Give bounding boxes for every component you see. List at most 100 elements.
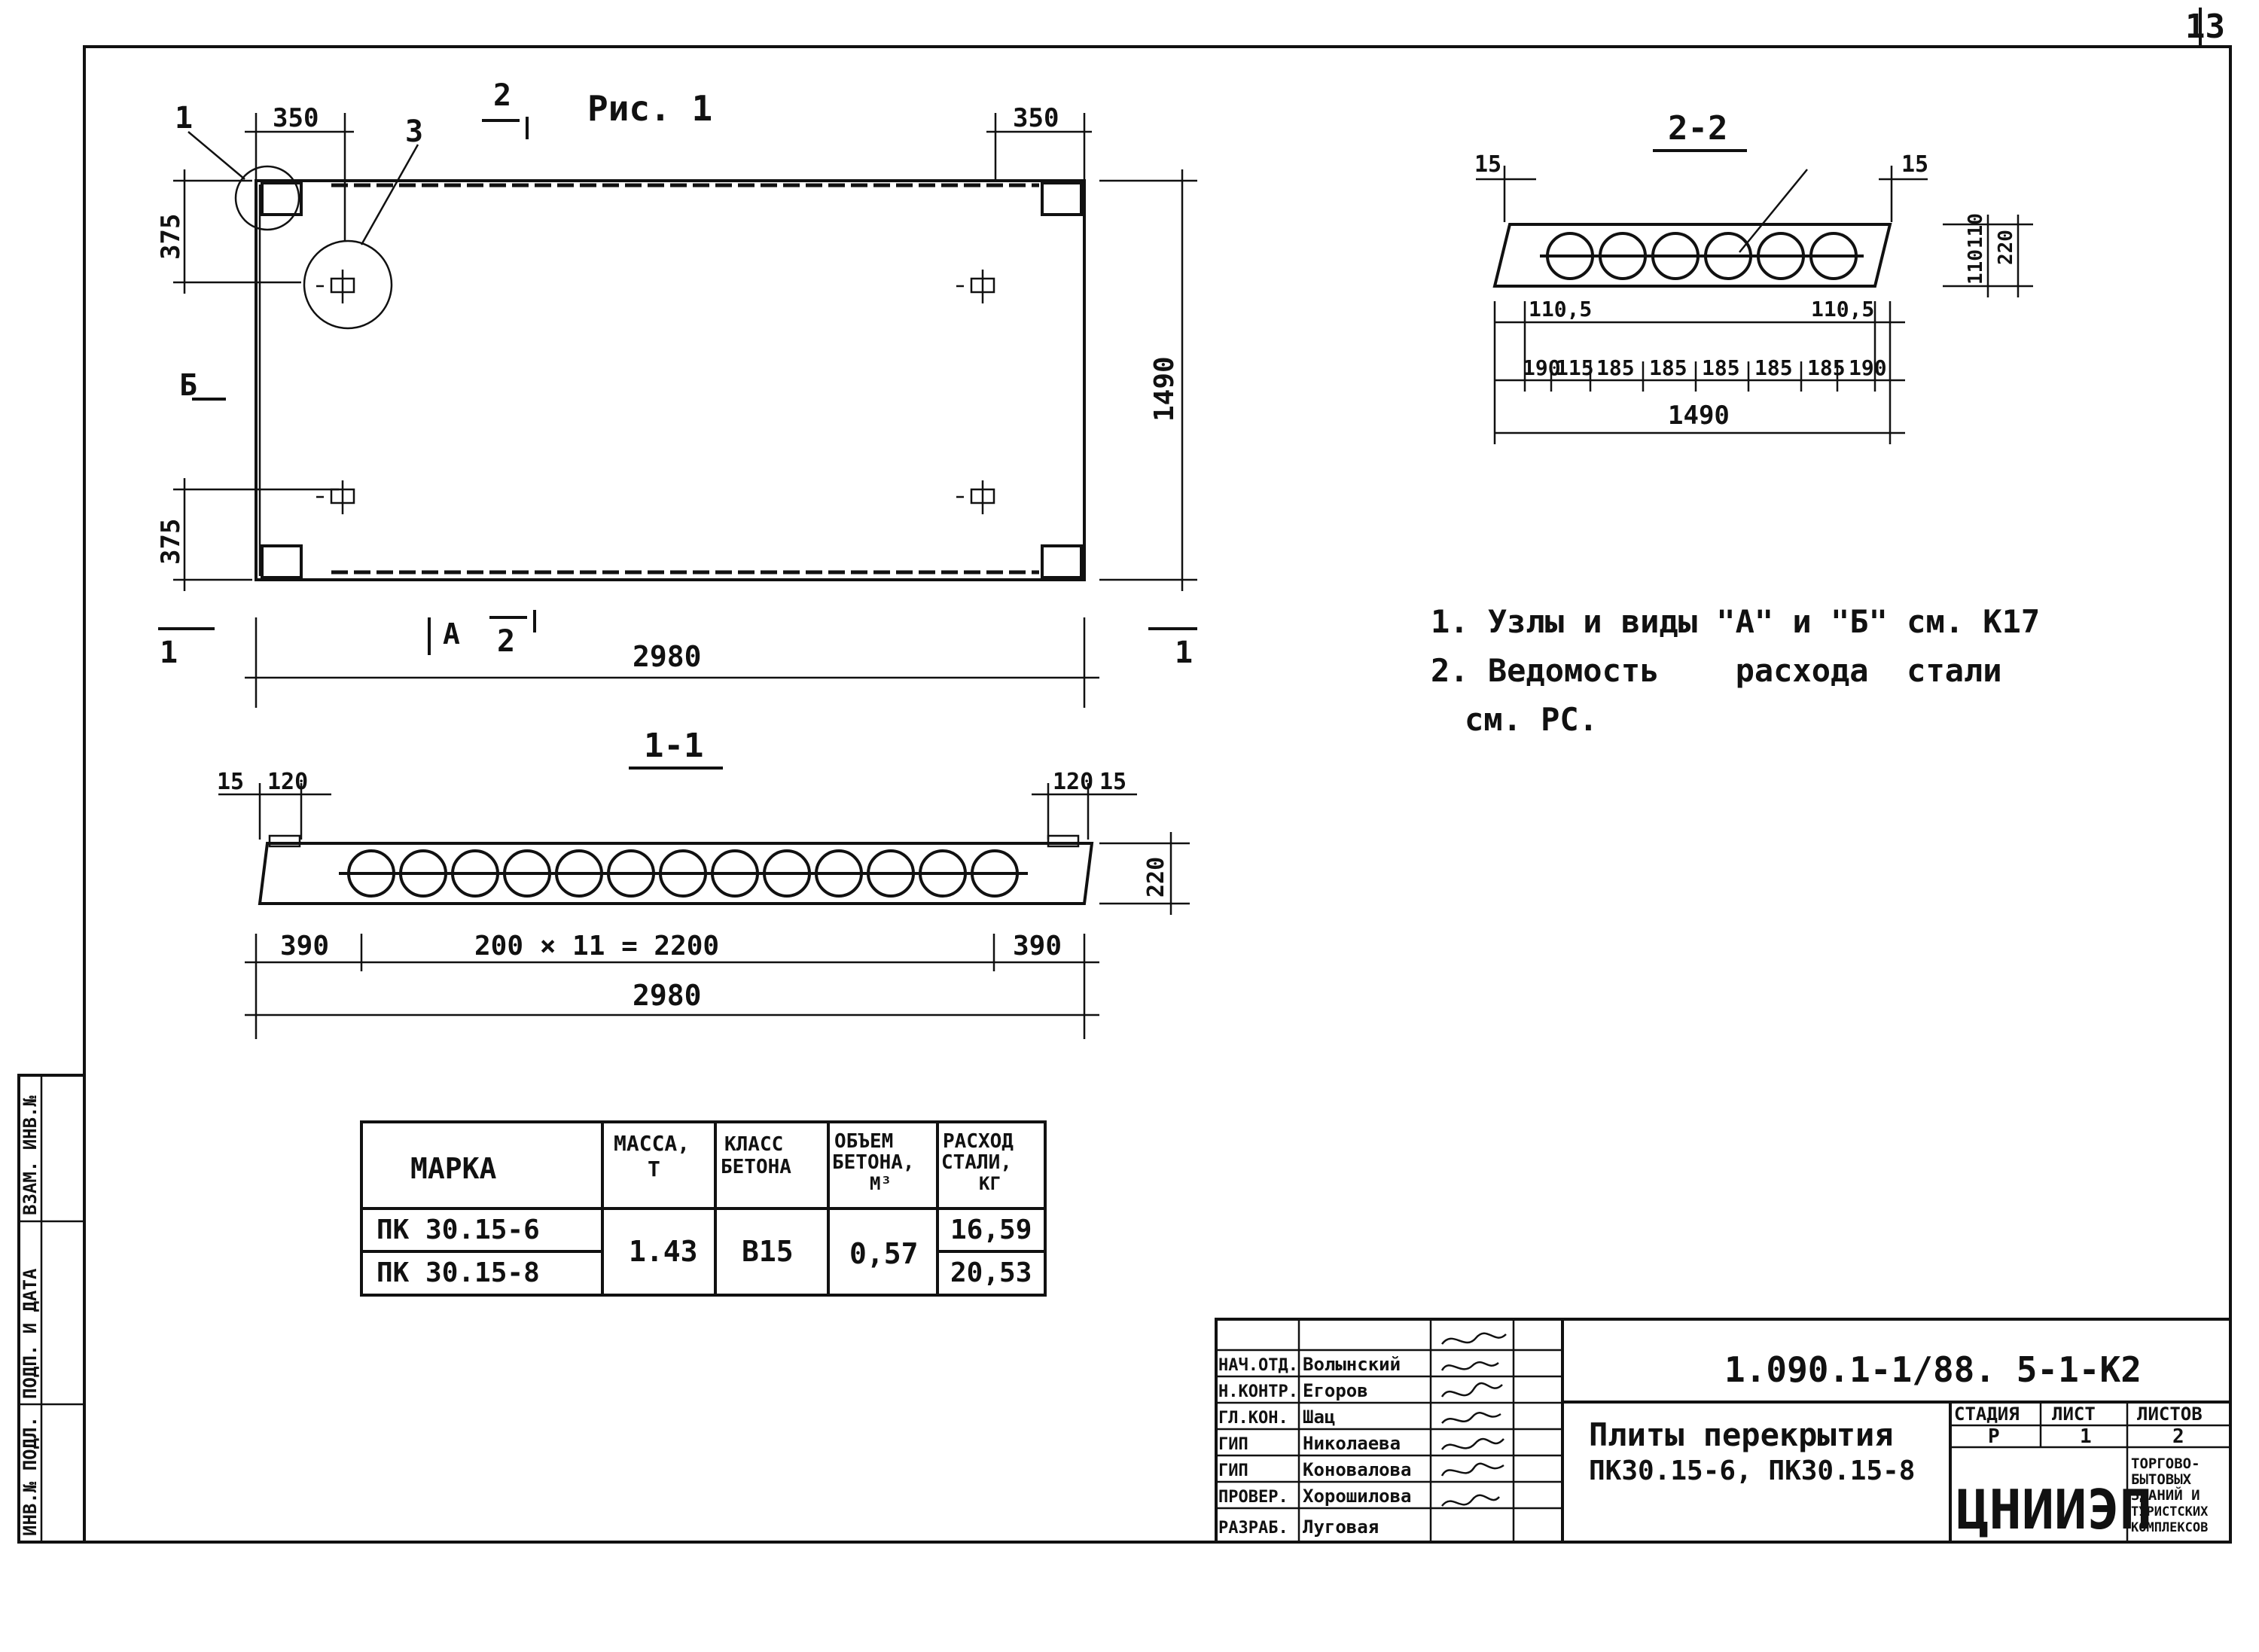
dim-2-2-offset-left: 110,5	[1529, 297, 1592, 322]
row-mark: ПК 30.15-6	[376, 1215, 540, 1245]
org-logo: ЦНИИЭП	[1956, 1478, 2152, 1541]
dim-2-2-spacing: 190	[1523, 355, 1561, 380]
stage-value: Р	[1988, 1425, 2000, 1448]
dim-2-2-spacing: 185	[1702, 355, 1740, 380]
corner-pocket	[1041, 181, 1083, 216]
sheets-value: 2	[2172, 1425, 2184, 1448]
dim-1-1-right-end: 390	[1013, 931, 1062, 962]
corner-pocket	[1041, 544, 1083, 579]
section-2-2-title: 2-2	[1668, 109, 1727, 148]
dim-left-upper: 375	[156, 214, 186, 260]
person-name: Луговая	[1303, 1516, 1379, 1538]
header-volume: ОБЪЕМ	[834, 1130, 893, 1153]
dim-2-2-spacing: 185	[1649, 355, 1687, 380]
callout-circle-1	[234, 165, 300, 231]
section-mark-2-bottom: 2	[497, 624, 515, 659]
stamp-podp-data: ПОДП. И ДАТА	[20, 1268, 41, 1399]
org-desc: ТУРИСТСКИХ	[2131, 1504, 2209, 1519]
person-name: Волынский	[1303, 1354, 1401, 1375]
role: ГЛ.КОН.	[1218, 1409, 1288, 1428]
dim-1-1-right-inset: 120	[1053, 769, 1093, 795]
header-class: КЛАСС	[724, 1133, 783, 1156]
dim-1-1-right-edge: 15	[1099, 769, 1126, 795]
handwritten-signature	[1440, 1332, 1507, 1507]
section-1-1: 1-1 15 120 120 15 220	[217, 727, 1190, 1039]
dim-2-2-height-total: 220	[1995, 230, 2017, 265]
section-1-1-title: 1-1	[644, 727, 703, 765]
header-volume-2: БЕТОНА,	[832, 1151, 915, 1174]
note-1: 1. Узлы и виды "А" и "Б" см. К17	[1431, 603, 2040, 640]
cell-concrete-class: В15	[742, 1235, 794, 1268]
section-mark-1-left: 1	[160, 636, 178, 670]
section-2-2: 2-2 15 15 110 110 220 110,5 110,5	[1474, 109, 2033, 444]
header-volume-unit: М³	[870, 1173, 892, 1194]
role: РАЗРАБ.	[1218, 1519, 1288, 1538]
sheet-value: 1	[2080, 1425, 2092, 1448]
view-mark-b: Б	[179, 368, 197, 403]
dim-1-1-overall: 2980	[633, 979, 702, 1012]
dim-2-2-spacing: 185	[1596, 355, 1635, 380]
role: ГИП	[1218, 1462, 1248, 1480]
drawing-title-line-2: ПК30.15-6, ПК30.15-8	[1589, 1455, 1915, 1486]
dim-top-left: 350	[273, 103, 319, 133]
dim-2-2-spacing: 115	[1556, 355, 1594, 380]
side-stamp: ИНВ.№ ПОДЛ. ПОДП. И ДАТА ВЗАМ. ИНВ.№	[17, 1074, 86, 1544]
plan-title: Рис. 1	[587, 88, 712, 129]
note-2: 2. Ведомость расхода стали	[1431, 652, 2002, 689]
dim-1-1-left-inset: 120	[267, 769, 308, 795]
dim-2-2-right-edge: 15	[1901, 151, 1928, 178]
dim-right: 1490	[1149, 356, 1180, 422]
org-desc: БЫТОВЫХ	[2131, 1471, 2192, 1488]
org-desc: ТОРГОВО-	[2131, 1455, 2200, 1472]
stamp-vzam-inv: ВЗАМ. ИНВ.№	[20, 1096, 41, 1215]
sheets-label: ЛИСТОВ	[2137, 1404, 2203, 1425]
org-desc: ЗДАНИЙ И	[2131, 1486, 2200, 1504]
cell-steel: 20,53	[950, 1257, 1032, 1288]
stamp-inv-podl: ИНВ.№ ПОДЛ.	[20, 1416, 41, 1536]
role: Н.КОНТР.	[1218, 1382, 1298, 1401]
person-name: Коновалова	[1303, 1459, 1412, 1480]
notes: 1. Узлы и виды "А" и "Б" см. К17 2. Ведо…	[1431, 603, 2040, 738]
note-2-continued: см. РС.	[1465, 701, 1598, 738]
dim-1-1-height: 220	[1143, 857, 1169, 898]
dim-2-2-spacing: 185	[1754, 355, 1793, 380]
dim-2-2-left-edge: 15	[1474, 151, 1501, 178]
title-block: 1.090.1-1/88. 5-1-К2 НАЧ.ОТД. Волынский …	[1215, 1318, 2232, 1544]
dim-left-lower: 375	[156, 519, 186, 565]
lifting-loop	[316, 270, 995, 514]
person-name: Егоров	[1303, 1380, 1368, 1401]
cell-mass: 1.43	[629, 1235, 698, 1268]
cell-volume: 0,57	[849, 1237, 919, 1270]
hole-row-1-1	[339, 849, 1028, 898]
person-name: Шац	[1303, 1407, 1335, 1428]
dim-2-2-offset-right: 110,5	[1811, 297, 1874, 322]
dim-1-1-left-end: 390	[280, 931, 329, 962]
sheet-frame: 13	[83, 8, 2232, 1544]
header-steel-2: СТАЛИ,	[941, 1151, 1012, 1174]
dim-1-1-left-edge: 15	[217, 769, 244, 795]
stage-label: СТАДИЯ	[1954, 1404, 2020, 1425]
role: НАЧ.ОТД.	[1218, 1356, 1298, 1375]
dim-top-right: 350	[1013, 103, 1059, 133]
header-steel-unit: КГ	[979, 1173, 1001, 1194]
header-steel: РАСХОД	[943, 1130, 1014, 1153]
dim-1-1-middle: 200 × 11 = 2200	[474, 931, 719, 962]
dim-2-2-spacing: 190	[1849, 355, 1887, 380]
hole-row-2-2	[1540, 232, 1864, 280]
corner-pocket	[261, 544, 303, 579]
drawing-title-line-1: Плиты перекрытия	[1589, 1416, 1894, 1453]
slab-outline	[255, 179, 1086, 581]
callout-1: 1	[175, 101, 193, 136]
cell-steel: 16,59	[950, 1215, 1032, 1245]
row-mark: ПК 30.15-8	[376, 1257, 540, 1288]
dim-2-2-height-b: 110	[1965, 213, 1987, 248]
role: ГИП	[1218, 1435, 1248, 1454]
section-mark-1-right: 1	[1175, 636, 1193, 670]
callout-3: 3	[405, 114, 423, 149]
org-desc: КОМПЛЕКСОВ	[2131, 1520, 2208, 1535]
page-number: 13	[2185, 8, 2225, 46]
plan-view: Рис. 1 1 3 350 350	[156, 78, 1197, 708]
section-mark-2-top: 2	[493, 78, 511, 113]
header-mass-unit: Т	[648, 1157, 660, 1181]
